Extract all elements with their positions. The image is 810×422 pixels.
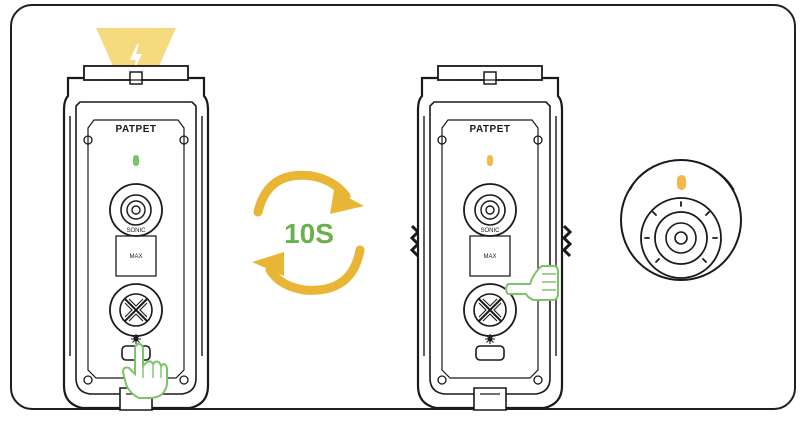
light-button-icon [485, 334, 495, 344]
light-button-icon [131, 334, 141, 344]
max-label-1: MAX [129, 254, 142, 260]
brand-label-2: PATPET [470, 124, 511, 135]
zoom-detail [620, 159, 742, 281]
lightning-icon [130, 44, 142, 72]
illustration-frame [10, 4, 796, 410]
max-label-2: MAX [483, 254, 496, 260]
hand-pointer-icon [121, 342, 168, 399]
status-led-orange-zoom [677, 175, 686, 190]
sonic-label-2: SONIC [480, 228, 500, 234]
status-led-orange [487, 155, 493, 166]
status-led-green [133, 155, 139, 166]
brand-label-1: PATPET [116, 124, 157, 135]
rotate-arrows-icon [252, 170, 365, 295]
hand-pointer-icon [505, 265, 559, 301]
sonic-label-1: SONIC [126, 228, 146, 234]
remote-vibrating [416, 64, 564, 412]
timer-label: 10S [284, 218, 334, 249]
